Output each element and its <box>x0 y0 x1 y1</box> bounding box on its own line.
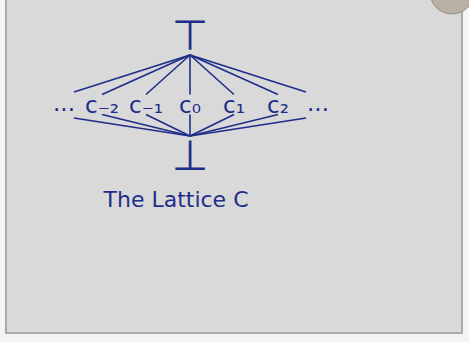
order-edge <box>190 115 278 137</box>
element-label: c₋₂ <box>85 94 119 117</box>
coin-image <box>430 0 469 14</box>
extension-line <box>190 55 306 92</box>
order-edge <box>190 55 234 95</box>
element-label: ⊤ <box>172 15 209 57</box>
order-edge <box>189 115 191 137</box>
element-label: ⊥ <box>172 135 209 177</box>
panel <box>6 0 462 333</box>
ellipsis-label: ... <box>307 92 329 115</box>
bottom-element: ⊥ <box>172 135 209 177</box>
extension-line <box>190 118 306 136</box>
order-edge <box>189 55 191 95</box>
lattice-element: c₁ <box>223 94 245 117</box>
lattice-element: c₀ <box>179 94 201 117</box>
element-label: c₂ <box>267 94 289 117</box>
extension-line <box>74 55 190 92</box>
lattice-element: c₋₂ <box>85 94 119 117</box>
caption-text: The Lattice C <box>104 189 249 211</box>
lattice-element: c₋₁ <box>129 94 163 117</box>
element-label: c₋₁ <box>129 94 163 117</box>
ellipsis-text: ... <box>53 92 75 115</box>
top-element: ⊤ <box>172 15 209 57</box>
order-edge <box>146 55 190 95</box>
order-edge <box>102 115 190 137</box>
ellipsis-label: ... <box>53 92 75 115</box>
element-label: c₀ <box>179 94 201 117</box>
order-edge <box>102 55 190 95</box>
order-edge <box>190 55 278 95</box>
ellipsis-text: ... <box>307 92 329 115</box>
caption: The Lattice C <box>104 189 249 211</box>
element-label: c₁ <box>223 94 245 117</box>
extension-line <box>74 118 190 136</box>
lattice-element: c₂ <box>267 94 289 117</box>
